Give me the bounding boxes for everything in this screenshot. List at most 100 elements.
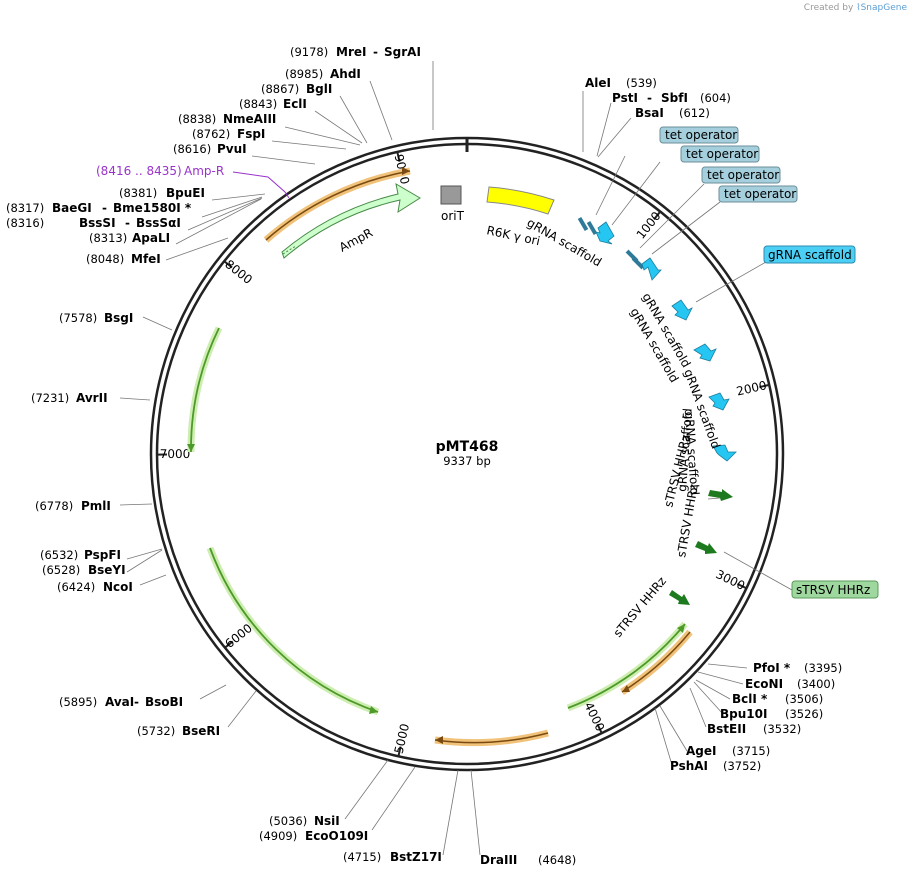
enzyme-name[interactable]: BpuEI (166, 186, 205, 200)
grna-scaffold-1[interactable] (595, 221, 615, 245)
enzyme-name[interactable]: PmlI (81, 499, 111, 513)
enzyme-name-alt[interactable]: SbfI (661, 91, 688, 105)
enzyme-name[interactable]: BsaI (635, 106, 664, 120)
enzyme-name-alt[interactable]: Bme1580I * (113, 201, 192, 215)
enzyme-position: (8316) (6, 216, 44, 230)
ampr-promoter (282, 245, 297, 255)
enzyme-name[interactable]: PfoI * (753, 661, 791, 675)
enzyme-name[interactable]: EcoNI (745, 677, 783, 691)
enzyme-name[interactable]: EcoO109I (305, 829, 368, 843)
callout-strsv-label: sTRSV HHRz (796, 583, 870, 597)
enzyme-name[interactable]: BglI (306, 82, 332, 96)
strsv-hhrz-2[interactable] (695, 541, 717, 554)
enzyme-name[interactable]: EclI (283, 97, 307, 111)
callout-tet-4[interactable]: tet operator (718, 185, 798, 203)
grna-scaffold-3[interactable] (671, 299, 693, 321)
r6k-feature[interactable]: R6K γ ori (485, 186, 555, 248)
r6k-box[interactable] (486, 186, 555, 215)
ampr-feature[interactable]: AmpR (281, 183, 421, 259)
enzyme-position: (8838) (178, 112, 216, 126)
primer-arc-top (263, 167, 411, 243)
enzyme-name[interactable]: AleI (585, 76, 611, 90)
enzyme-name[interactable]: AvaI (105, 695, 134, 709)
callout-lines (595, 155, 793, 591)
enzyme-position: (3400) (797, 677, 835, 691)
ampr-arrow[interactable] (281, 183, 421, 259)
enzyme-name[interactable]: MreI (336, 45, 366, 59)
enzyme-name[interactable]: BaeGI (52, 201, 92, 215)
grna-scaffold-4[interactable] (693, 343, 717, 362)
grna-scaffold-6[interactable] (712, 444, 737, 462)
enzyme-name[interactable]: AgeI (686, 744, 716, 758)
enzyme-name[interactable]: AvrII (76, 391, 108, 405)
enzyme-name[interactable]: BstZ17I (390, 850, 442, 864)
enzyme-name[interactable]: NcoI (103, 580, 133, 594)
tet-operator-4[interactable] (631, 256, 645, 270)
grna-scaffold-5[interactable] (708, 392, 730, 411)
enzyme-name[interactable]: DraIII (480, 853, 517, 867)
watermark-brand: SnapGene (860, 3, 907, 13)
enzyme-name[interactable]: BclI * (732, 692, 768, 706)
enzyme-name[interactable]: BstEII (707, 722, 746, 736)
enzyme-name[interactable]: BssSI (79, 216, 116, 230)
enzyme-position: (9178) (290, 45, 328, 59)
enzyme-position: (8843) (239, 97, 277, 111)
orf-arc-3700 (566, 621, 688, 712)
plasmid-length: 9337 bp (443, 454, 491, 468)
primer-arcs (263, 167, 693, 747)
primer-arc-top-line (265, 170, 411, 241)
tick-label-7000: 7000 (160, 447, 191, 461)
tick-mark-4000 (596, 723, 603, 734)
callout-tet-3[interactable]: tet operator (701, 166, 781, 184)
orit-box[interactable] (440, 185, 462, 205)
tick-label-3000: 3000 (714, 567, 748, 593)
enzyme-name[interactable]: MfeI (131, 252, 161, 266)
enzyme-name[interactable]: FspI (237, 127, 265, 141)
grna-label-6: gRNA scaffold (675, 408, 695, 492)
enzyme-position: (8985) (285, 67, 323, 81)
enzyme-name-alt[interactable]: SgrAI (384, 45, 421, 59)
enzyme-separator: - (134, 695, 139, 709)
enzyme-name-alt[interactable]: BsoBI (145, 695, 183, 709)
enzyme-name[interactable]: PvuI (217, 142, 247, 156)
callout-strsv[interactable]: sTRSV HHRz (791, 580, 879, 599)
enzyme-name[interactable]: BseYI (88, 563, 126, 577)
strsv-hhrz-3[interactable] (669, 590, 690, 605)
primer-arc-top-head (402, 167, 410, 175)
orf-arcs (187, 326, 688, 716)
callout-grna[interactable]: gRNA scaffold (763, 245, 856, 264)
enzyme-separator: - (647, 91, 652, 105)
orf-arc-7500-head (187, 444, 195, 452)
enzyme-position: (7578) (59, 311, 97, 325)
enzyme-name[interactable]: PstI (612, 91, 638, 105)
tet-operator-1[interactable] (577, 216, 589, 232)
grna-scaffolds (595, 221, 737, 462)
enzyme-name[interactable]: AhdI (330, 67, 361, 81)
enzyme-name[interactable]: Bpu10I (720, 707, 767, 721)
orf-arc-3700-line (567, 623, 686, 709)
enzyme-name[interactable]: NmeAIII (223, 112, 276, 126)
enzyme-name[interactable]: PshAI (670, 759, 708, 773)
tet-operator-2[interactable] (586, 220, 598, 236)
callout-tet-1-label: tet operator (665, 128, 737, 142)
strsv-hhrz-1[interactable] (708, 489, 733, 501)
primer-arc-right-head (622, 685, 630, 692)
orit-feature[interactable]: oriT (440, 185, 465, 223)
enzyme-position: (604) (700, 91, 731, 105)
enzyme-name[interactable]: BsgI (104, 311, 133, 325)
tick-mark-6000 (224, 640, 234, 649)
enzyme-name[interactable]: NsiI (314, 814, 340, 828)
plasmid-name: pMT468 (436, 439, 499, 455)
callout-tet-1[interactable]: tet operator (659, 126, 739, 144)
primer-arc-bottom-line (434, 732, 549, 744)
enzyme-name-alt[interactable]: BssSαI (136, 216, 181, 230)
enzyme-name[interactable]: ApaLI (132, 231, 170, 245)
enzyme-name[interactable]: BseRI (182, 724, 220, 738)
enzyme-name[interactable]: PspFI (84, 548, 121, 562)
grna-scaffold-2[interactable] (641, 257, 662, 281)
enzyme-position: (5036) (269, 814, 307, 828)
amp-r-primer[interactable]: (8416 .. 8435) Amp-R (96, 164, 290, 199)
callout-tet-2[interactable]: tet operator (680, 145, 760, 163)
enzyme-position: (4648) (538, 853, 576, 867)
